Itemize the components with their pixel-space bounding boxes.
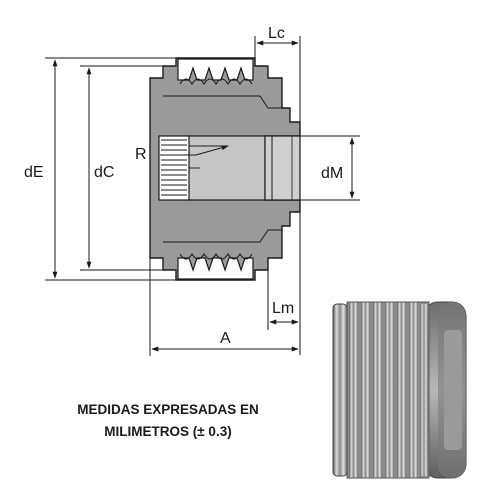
inner-bearing-top [163,95,282,109]
label-lm: Lm [272,300,294,317]
inner-bearing-bottom [163,229,282,243]
render-grooves [347,302,429,478]
top-groove [177,58,254,81]
bottom-ribs [179,252,253,260]
units-note-line-1: MEDIDAS EXPRESADAS EN [77,402,259,417]
label-de: dE [24,164,44,181]
dimensions [45,36,360,356]
label-dc: dC [94,164,114,181]
section-view [149,57,301,281]
bore-step [264,135,301,201]
label-dm: dM [321,165,343,182]
label-lc: Lc [268,25,285,42]
label-a: A [220,330,231,347]
dimension-labels: Lc dE dC dM R Lm A [24,25,343,347]
pulley-render [332,301,467,479]
units-note-line-2: MILIMETROS (± 0.3) [104,424,232,439]
bottom-groove [177,257,254,280]
top-ribs [179,78,253,86]
units-note: MEDIDAS EXPRESADAS EN MILIMETROS (± 0.3) [46,399,290,443]
label-r: R [135,146,147,163]
